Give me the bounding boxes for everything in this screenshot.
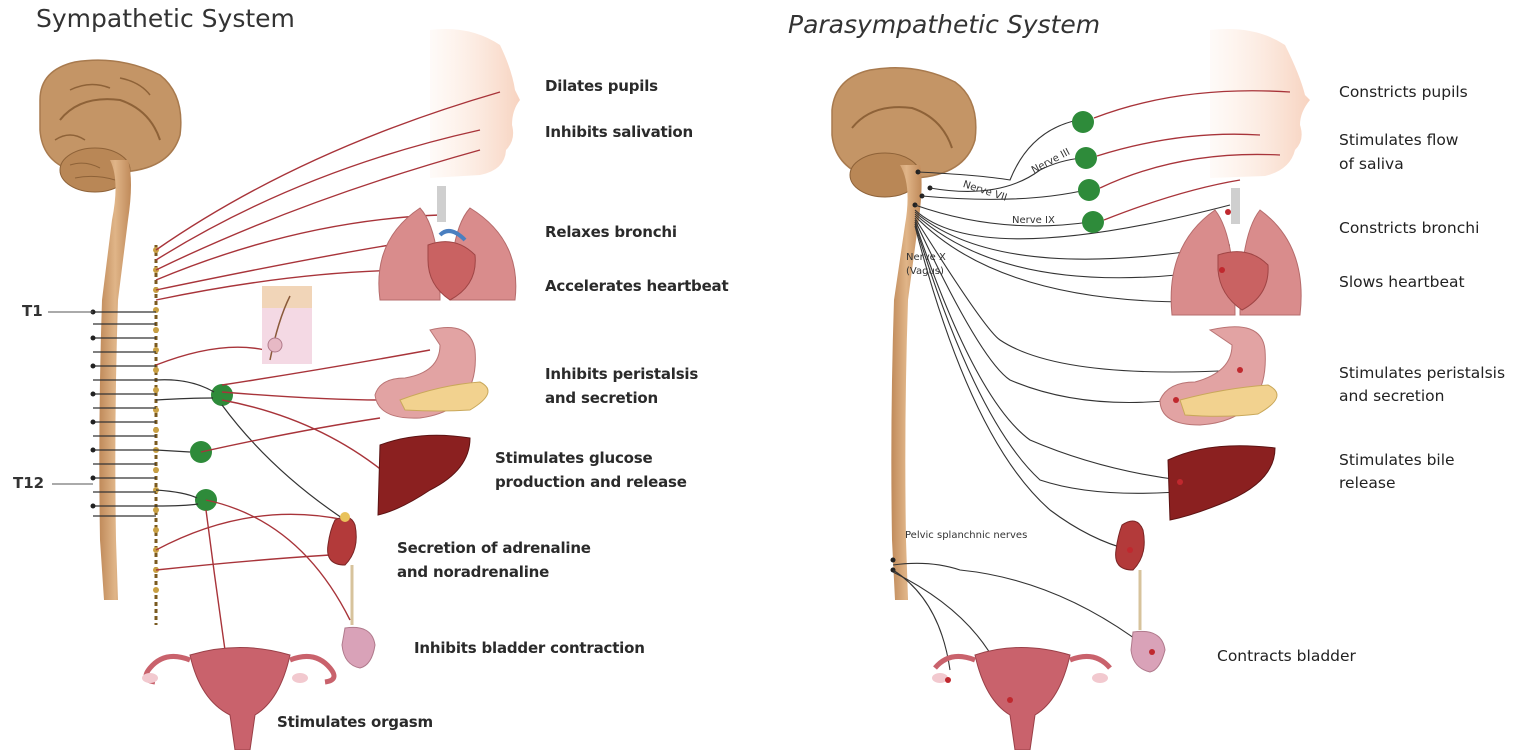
ciliary-ganglion (1072, 111, 1094, 133)
celiac-ganglion (211, 384, 233, 406)
segment-t1-label: T1 (22, 302, 43, 320)
kidney-right (1116, 521, 1145, 570)
stomach-right (1160, 327, 1277, 425)
lungs-heart-right (1171, 188, 1301, 315)
bladder-right (1131, 631, 1165, 672)
submandibular-ganglion (1082, 211, 1104, 233)
lungs-heart (379, 186, 516, 300)
liver (378, 435, 470, 515)
sym-adrenal-label-2: and noradrenaline (397, 560, 549, 584)
sym-bladder-label: Inhibits bladder contraction (414, 636, 645, 660)
otic-ganglion (1078, 179, 1100, 201)
para-saliva-label-2: of saliva (1339, 152, 1404, 176)
sym-bronchi-label: Relaxes bronchi (545, 220, 677, 244)
uterus-right (932, 648, 1110, 751)
para-heart-label: Slows heartbeat (1339, 270, 1465, 294)
nerve-ix-label: Nerve IX (1012, 215, 1055, 226)
stomach (375, 328, 488, 419)
sym-orgasm-label: Stimulates orgasm (277, 710, 433, 734)
para-bile-label-1: Stimulates bile (1339, 448, 1455, 472)
vagus-label-1: Nerve X (906, 252, 946, 263)
brain-right (832, 68, 976, 197)
parasympathetic-title: Parasympathetic System (788, 10, 1100, 39)
sym-salivation-label: Inhibits salivation (545, 120, 693, 144)
bladder (342, 627, 375, 668)
sym-heart-label: Accelerates heartbeat (545, 274, 728, 298)
sym-glucose-label-1: Stimulates glucose (495, 446, 652, 470)
sympathetic-title: Sympathetic System (36, 4, 295, 33)
kidney (328, 517, 357, 565)
para-pupils-label: Constricts pupils (1339, 80, 1468, 104)
para-bladder-label: Contracts bladder (1217, 644, 1356, 668)
sym-peristalsis-label-1: Inhibits peristalsis (545, 362, 698, 386)
para-peristalsis-label-1: Stimulates peristalsis (1339, 361, 1505, 385)
pelvic-nerves-label: Pelvic splanchnic nerves (905, 530, 1027, 541)
head-profile (430, 29, 520, 178)
para-bronchi-label: Constricts bronchi (1339, 216, 1479, 240)
pterygopalatine-ganglion (1075, 147, 1097, 169)
para-saliva-label-1: Stimulates flow (1339, 128, 1459, 152)
para-bile-label-2: release (1339, 471, 1396, 495)
liver-right (1168, 446, 1275, 520)
sym-adrenal-label-1: Secretion of adrenaline (397, 536, 591, 560)
uterus (142, 648, 334, 751)
para-peristalsis-label-2: and secretion (1339, 384, 1444, 408)
segment-t12-label: T12 (13, 474, 44, 492)
parasympathetic-panel (832, 29, 1310, 750)
sym-peristalsis-label-2: and secretion (545, 386, 658, 410)
brain (40, 60, 181, 192)
sym-pupils-label: Dilates pupils (545, 74, 658, 98)
sym-glucose-label-2: production and release (495, 470, 687, 494)
vagus-label-2: (Vagus) (906, 266, 944, 277)
